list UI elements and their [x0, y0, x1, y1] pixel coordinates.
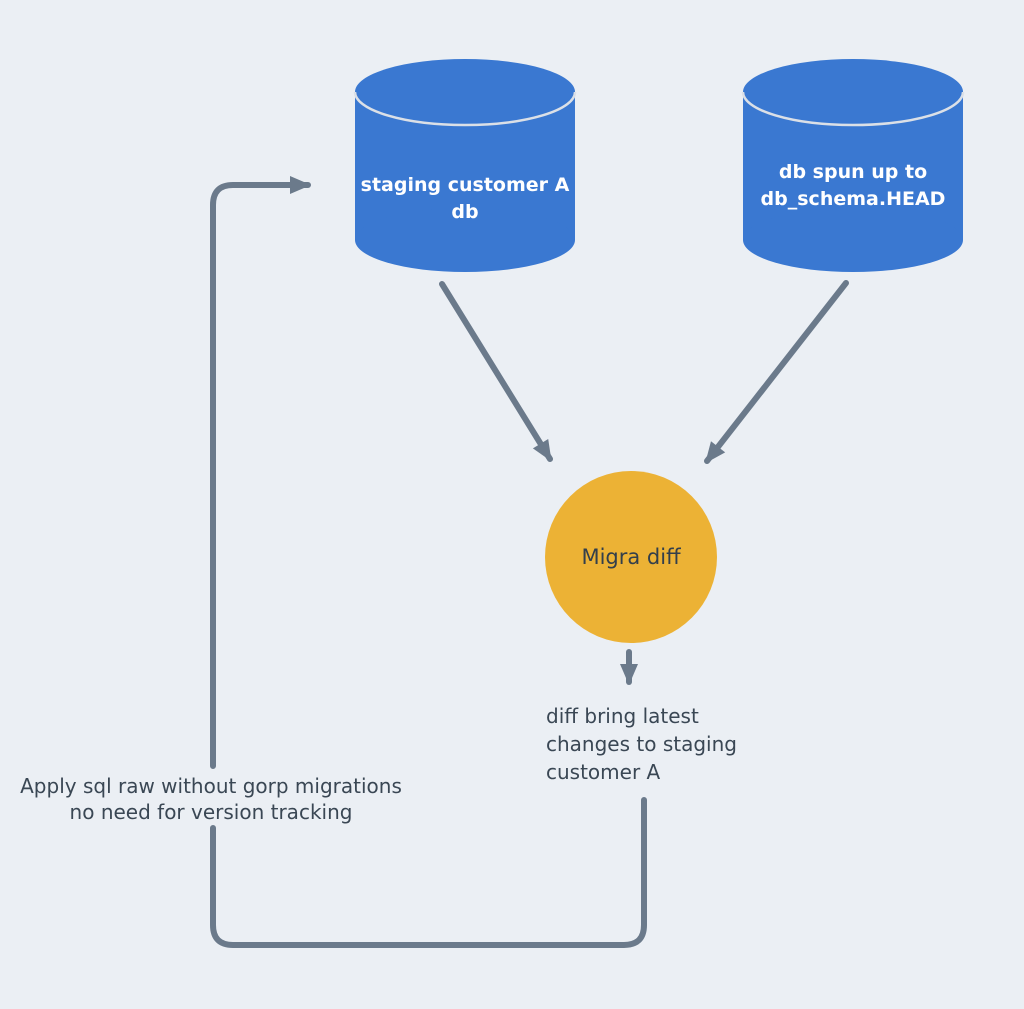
head-db-label: db spun up to db_schema.HEAD — [760, 161, 946, 210]
staging-db-lid-edge — [353, 91, 577, 127]
staging-db-cylinder — [353, 59, 577, 272]
diff-note: diff bring latest changes to staging cus… — [546, 704, 737, 784]
staging-db-to-migra-diff-arrow — [439, 281, 553, 462]
loop-note: Apply sql raw without gorp migrations no… — [20, 774, 402, 824]
migra-diff-circle — [545, 471, 717, 643]
loop-back-edge-bottom — [210, 797, 647, 948]
migra-diff-label: Migra diff — [581, 545, 681, 569]
head-db-bottom — [743, 208, 963, 272]
head-db-cylinder — [741, 59, 965, 272]
staging-db-label: staging customer A db — [360, 174, 570, 223]
loop-back-edge-arrow — [210, 176, 311, 769]
head-db-to-migra-diff-arrow — [704, 280, 849, 464]
head-db-lid-edge — [741, 91, 965, 127]
staging-db-lid — [355, 59, 575, 125]
head-db-lid — [743, 59, 963, 125]
staging-db-bottom — [355, 208, 575, 272]
